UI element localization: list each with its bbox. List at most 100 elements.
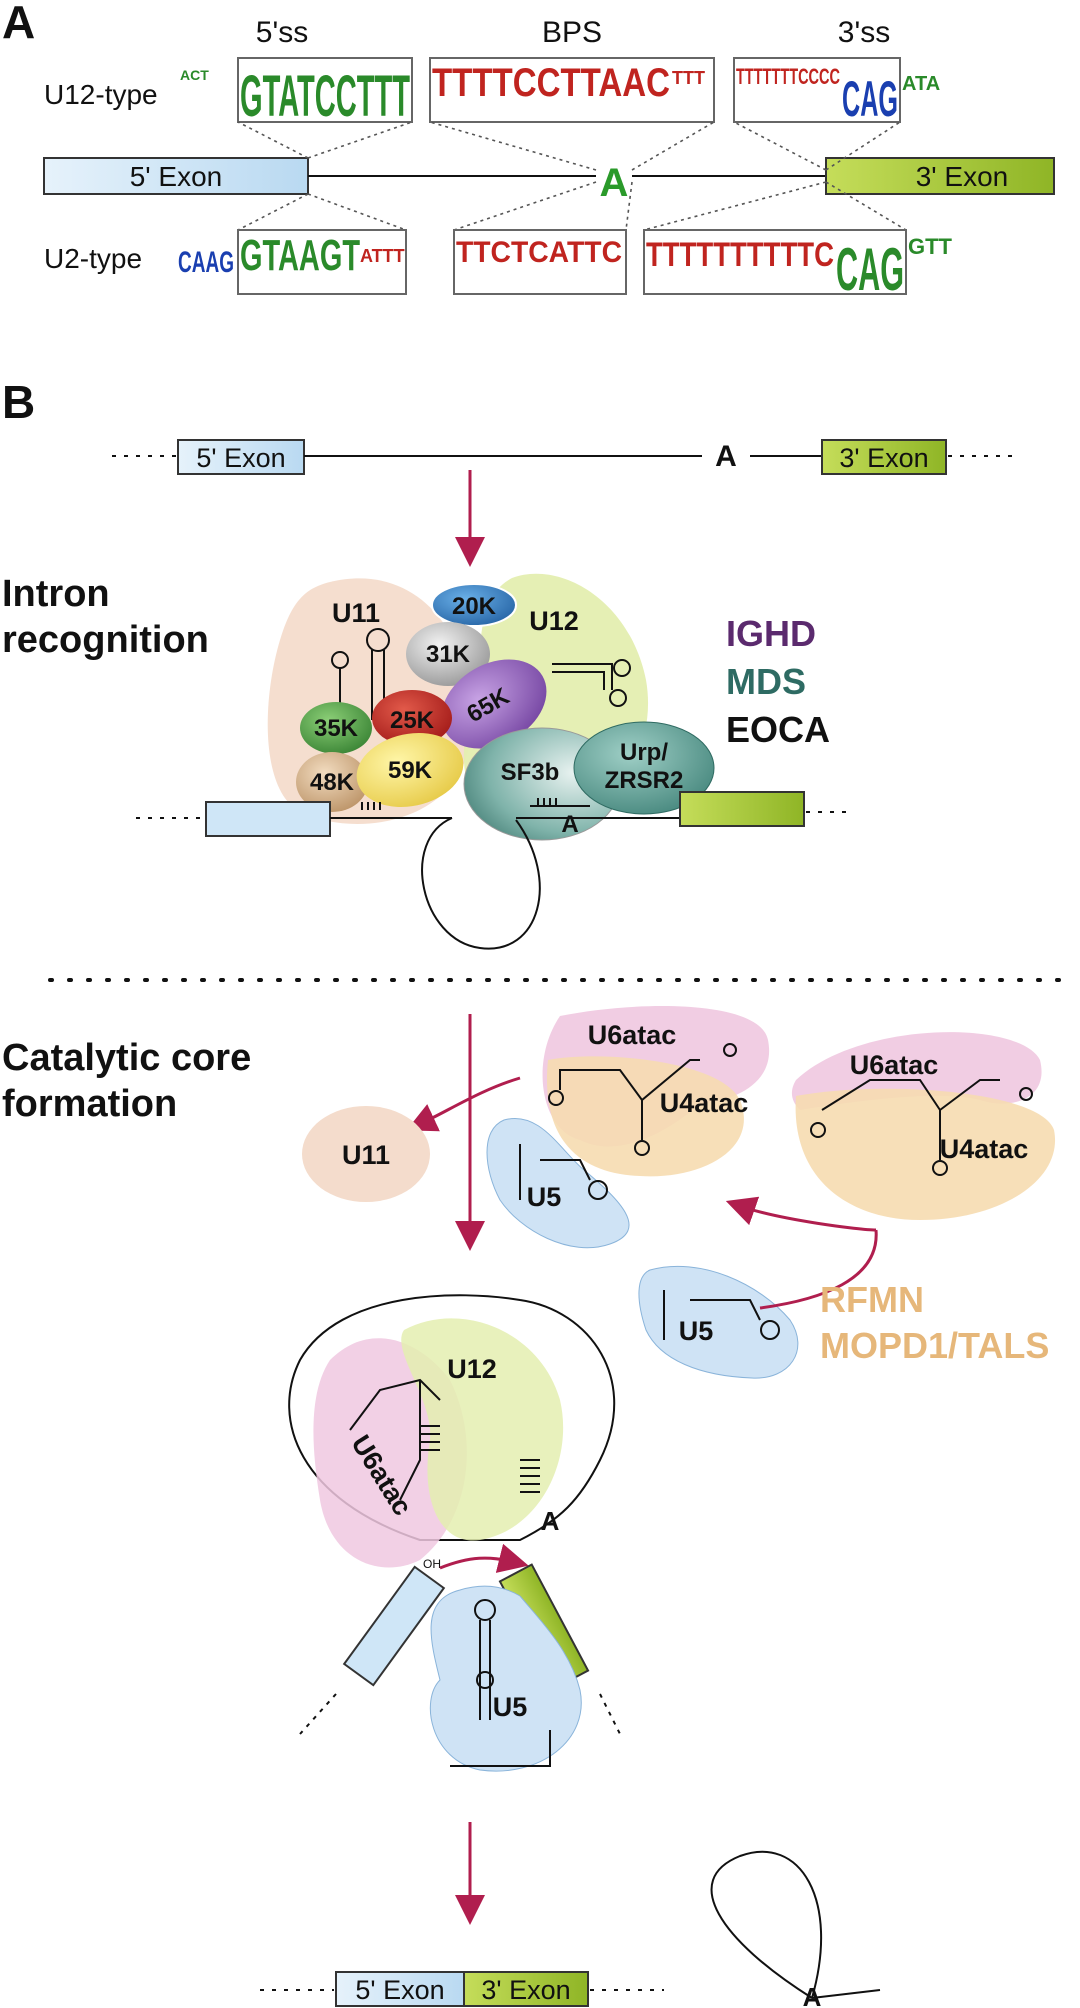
top-exon3 [821,439,947,475]
left-u5-loop [588,1180,608,1200]
lariat-loop [710,1850,822,1999]
panel-a-connectors [237,121,907,231]
core-transesterification-arrow [439,1543,529,1573]
free-u5-label: U5 [679,1316,714,1346]
core-u5-loop [474,1599,496,1621]
bps-label: BPS [542,16,602,49]
right-u4atac-shape [795,1088,1056,1220]
free-u5-stem [663,1290,761,1340]
u11-loop [366,628,390,652]
top-branch-a: A [715,440,737,473]
arrow-u11-release [406,1076,521,1132]
core-u5-shape [429,1585,582,1772]
u11-u12-complex: U11 U12 20K 31K 65K 25K 35K SF3b Urp/ ZR… [136,573,852,950]
core-u5-stem [450,1620,551,1767]
u2-3ss-logo: TTTTTTTTTTC CAG GTT [643,229,953,303]
core-pairing-1 [420,1425,440,1451]
protein-25k-label: 25K [390,707,435,734]
released-u11-label: U11 [342,1140,390,1170]
rec-exon5 [205,801,331,837]
top-exon5-label: 5' Exon [196,443,285,473]
protein-65k [441,659,547,749]
u2-3ss-box [643,229,907,295]
u12-type-label: U12-type [44,79,158,110]
protein-20k-label: 20K [452,593,497,620]
panel-a-branch-a: A [600,161,629,205]
panel-a-exon3-label: 3' Exon [916,161,1009,192]
core-u12-label: U12 [447,1354,497,1384]
left-u5-shape [486,1117,630,1249]
core-intron-loop [288,1294,616,1541]
disease-mopd1: MOPD1/TALS [820,1325,1049,1366]
free-u5-shape [638,1265,799,1379]
u12-loop-2 [613,659,631,677]
protein-urp-label-1: Urp/ [620,739,668,766]
right-u6atac-label: U6atac [850,1050,939,1080]
disease-mds: MDS [726,661,806,702]
u12-stem [552,663,613,690]
intron-recognition-title-2: recognition [2,619,209,661]
u12-5ss-flank-logo: ACT [180,67,209,83]
released-u11 [302,1106,430,1202]
catalytic-core-complex: U12 U6atac A OH U5 [288,1294,621,1772]
u2-type-label: U2-type [44,243,142,274]
disease-rfmn: RFMN [820,1279,924,1320]
core-dash-left [299,1693,337,1735]
disease-eoca: EOCA [726,709,830,750]
product-exon3 [463,1971,589,2007]
u2-3ss-upstream-logo: TTTTTTTTTTC [646,236,834,274]
u2-5ss-logo: CAAG GTAAGT ATTT [178,229,407,295]
u12-bps-flank-logo: TTT [672,68,705,88]
protein-48k [296,752,368,812]
left-u4atac-label: U4atac [660,1088,749,1118]
right-snrna-loop [932,1160,948,1176]
left-u6atac-label: U6atac [588,1020,677,1050]
di-snrnp-right: U6atac U4atac [791,1032,1056,1220]
right-snrna-duplex [821,1079,1000,1160]
panel-a-exon3 [825,157,1055,195]
core-oh-label: OH [423,1557,441,1571]
lariat-branch-a: A [803,1982,822,2008]
free-u5: U5 [638,1265,799,1379]
u12-5ss-consensus: GTATCCTTT [240,64,410,129]
right-u4atac-label: U4atac [940,1134,1029,1164]
left-u4atac-shape [546,1056,744,1177]
rec-intron-loop [421,817,541,950]
disease-ighd: IGHD [726,613,816,654]
u12-3ss-flank-logo: ATA [902,73,940,95]
core-branch-a: A [541,1506,560,1536]
left-u5-label: U5 [527,1182,562,1212]
protein-sf3b-label: SF3b [501,759,560,786]
protein-31k [406,622,490,686]
product-exon3-label: 3' Exon [481,1975,570,2005]
protein-25k [372,690,452,746]
core-pairing-2 [520,1459,540,1493]
rec-5ss-pairing [361,802,381,810]
u12-loop [609,689,627,707]
u12-3ss-consensus: CAG [842,71,898,127]
u12-bps-logo: TTTTCCTTAAC TTT [429,57,715,123]
protein-59k-label: 59K [388,757,433,784]
u12-bps-consensus: TTTTCCTTAAC [432,61,670,105]
tri-snrnp-left: U6atac U4atac U5 [486,1006,770,1249]
protein-31k-label: 31K [426,641,471,668]
panel-a-exon5-label: 5' Exon [130,161,223,192]
rec-bps-pairing [530,798,590,807]
core-dash-right [599,1693,621,1735]
product-exon5 [335,1971,465,2007]
core-snrna-lines [349,1378,441,1501]
complex-u11-label: U11 [332,598,380,628]
rec-branch-a: A [561,811,578,838]
u2-3ss-flank-logo: GTT [908,234,953,259]
u2-5ss-consensus: GTAAGT [240,231,360,280]
left-snrna-loop-2 [548,1090,564,1106]
panel-a-letter: A [2,0,35,48]
right-snrna-loop-2 [810,1122,826,1138]
arrow-u5-join-tail [759,1229,878,1310]
u12-3ss-logo: TTTTTTTCCCC CAG ATA [733,57,940,127]
left-snrna-loop-3 [723,1043,737,1057]
left-snrna-loop [634,1140,650,1156]
protein-20k [431,583,517,627]
protein-35k [300,702,372,754]
